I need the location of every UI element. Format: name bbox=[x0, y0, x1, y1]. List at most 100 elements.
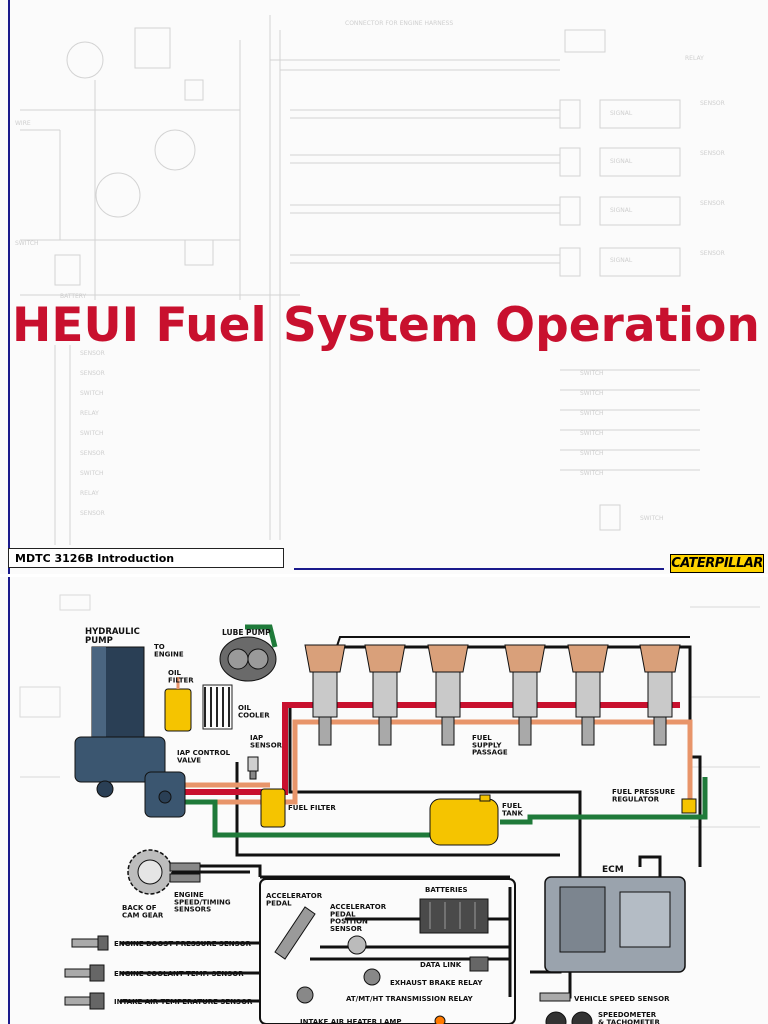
back-of-cam-gear-line-2: CAM GEAR bbox=[122, 911, 164, 919]
svg-text:SENSOR: SENSOR bbox=[80, 450, 105, 457]
engine-boost-pressure-sensor-line-1: ENGINE BOOST PRESSURE SENSOR bbox=[114, 940, 252, 948]
slide-title: HEUI Fuel System Operation bbox=[12, 298, 760, 353]
fuel-pressure-regulator-line-1: FUEL PRESSURE bbox=[612, 788, 675, 796]
ecm-line-1: ECM bbox=[602, 865, 624, 875]
cam-gear bbox=[127, 849, 201, 895]
label-data-link: DATA LINK bbox=[420, 961, 462, 969]
course-footer-label: MDTC 3126B Introduction bbox=[8, 548, 284, 568]
label-exhaust-brake-relay: EXHAUST BRAKE RELAY bbox=[390, 979, 483, 987]
fuel-tank-line-2: TANK bbox=[502, 809, 524, 817]
svg-text:SWITCH: SWITCH bbox=[80, 390, 104, 397]
accelerator-pedal-line-1: ACCELERATOR bbox=[266, 892, 323, 900]
engine-speed-timing-sensors-line-1: ENGINE bbox=[174, 891, 204, 899]
fuel-pressure-regulator bbox=[681, 798, 697, 814]
label-fuel-filter: FUEL FILTER bbox=[288, 804, 336, 812]
fuel-supply-passage bbox=[160, 719, 693, 805]
label-ecm: ECM bbox=[602, 865, 624, 875]
svg-text:SENSOR: SENSOR bbox=[700, 150, 725, 157]
svg-text:SWITCH: SWITCH bbox=[80, 430, 104, 437]
label-engine-coolant-temp-sensor: ENGINE COOLANT TEMP. SENSOR bbox=[114, 970, 244, 978]
engine-boost-pressure-sensor-icon bbox=[71, 935, 109, 951]
accelerator-pedal-line-2: PEDAL bbox=[266, 899, 292, 907]
svg-text:SENSOR: SENSOR bbox=[80, 510, 105, 517]
injector-3 bbox=[427, 644, 469, 746]
svg-text:SENSOR: SENSOR bbox=[700, 250, 725, 257]
left-blue-rule bbox=[8, 0, 10, 574]
back-of-cam-gear-line-1: BACK OF bbox=[122, 904, 157, 912]
engine-speed-timing-sensors-line-2: SPEED/TIMING bbox=[174, 898, 231, 906]
batteries bbox=[419, 898, 489, 934]
svg-text:SIGNAL: SIGNAL bbox=[610, 207, 633, 214]
iap-sensor-line-2: SENSOR bbox=[250, 741, 283, 749]
intake-air-heater-lamp-line-1: INTAKE AIR HEATER LAMP bbox=[300, 1018, 401, 1024]
svg-text:SIGNAL: SIGNAL bbox=[610, 110, 633, 117]
transmission-relay-line-1: AT/MT/HT TRANSMISSION RELAY bbox=[346, 995, 474, 1003]
svg-text:CONNECTOR FOR ENGINE HARNESS: CONNECTOR FOR ENGINE HARNESS bbox=[345, 20, 453, 27]
label-intake-air-heater-lamp: INTAKE AIR HEATER LAMP bbox=[300, 1018, 401, 1024]
to-engine-line-2: ENGINE bbox=[154, 650, 184, 658]
svg-text:SWITCH: SWITCH bbox=[580, 410, 604, 417]
svg-text:SWITCH: SWITCH bbox=[580, 450, 604, 457]
accelerator-pedal-position-sensor-line-2: PEDAL bbox=[330, 910, 356, 918]
faint-wiring-schematic-background: CONNECTOR FOR ENGINE HARNESS SIGNAL SIGN… bbox=[15, 15, 725, 545]
hydraulic-pump-line-2: PUMP bbox=[85, 636, 113, 646]
caterpillar-logo: CATERPILLAR bbox=[670, 554, 764, 573]
svg-text:RELAY: RELAY bbox=[80, 410, 99, 417]
fuel-injectors bbox=[304, 644, 681, 746]
title-slide: CONNECTOR FOR ENGINE HARNESS SIGNAL SIGN… bbox=[8, 0, 764, 574]
svg-text:SIGNAL: SIGNAL bbox=[610, 158, 633, 165]
svg-text:SWITCH: SWITCH bbox=[580, 470, 604, 477]
iap-sensor bbox=[247, 756, 259, 780]
to-engine-line-1: TO bbox=[154, 643, 165, 651]
label-intake-air-temperature-sensor: INTAKE AIR TEMPERATURE SENSOR bbox=[114, 998, 253, 1006]
svg-text:WIRE: WIRE bbox=[15, 120, 31, 127]
svg-text:SWITCH: SWITCH bbox=[580, 390, 604, 397]
fuel-pressure-regulator-line-2: REGULATOR bbox=[612, 795, 660, 803]
data-link-connector bbox=[469, 956, 489, 972]
speedometer-tachometer-line-2: & TACHOMETER bbox=[598, 1018, 660, 1024]
svg-text:SENSOR: SENSOR bbox=[700, 200, 725, 207]
label-speedometer-tachometer: SPEEDOMETER& TACHOMETER bbox=[598, 1011, 660, 1024]
vehicle-speed-sensor-icon bbox=[539, 992, 571, 1002]
svg-text:SENSOR: SENSOR bbox=[80, 370, 105, 377]
svg-text:RELAY: RELAY bbox=[685, 55, 704, 62]
fuel-supply-passage-line-2: SUPPLY bbox=[472, 741, 502, 749]
accelerator-pedal-position-sensor-line-3: POSITION bbox=[330, 918, 368, 926]
vehicle-speed-sensor-line-1: VEHICLE SPEED SENSOR bbox=[574, 995, 670, 1003]
svg-text:SWITCH: SWITCH bbox=[640, 515, 664, 522]
injector-6 bbox=[639, 644, 681, 746]
fuel-supply-passage-line-1: FUEL bbox=[472, 734, 492, 742]
intake-air-temperature-sensor-icon bbox=[64, 992, 105, 1010]
accelerator-pedal-position-sensor-line-4: SENSOR bbox=[330, 925, 363, 933]
speedometer-tachometer-icon bbox=[545, 1011, 593, 1024]
pedal-position-sensor bbox=[347, 935, 367, 955]
injector-1 bbox=[304, 644, 346, 746]
oil-cooler bbox=[202, 684, 233, 730]
iap-sensor-line-1: IAP bbox=[250, 734, 263, 742]
left-blue-rule-2 bbox=[8, 577, 10, 1024]
svg-text:RELAY: RELAY bbox=[80, 490, 99, 497]
oil-filter-line-2: FILTER bbox=[168, 676, 194, 684]
engine-coolant-temp-sensor-icon bbox=[64, 964, 105, 982]
svg-text:SWITCH: SWITCH bbox=[80, 470, 104, 477]
label-lube-pump: LUBE PUMP bbox=[222, 628, 271, 637]
fuel-tank bbox=[429, 794, 499, 846]
accelerator-pedal bbox=[274, 906, 316, 960]
lube-pump-line-1: LUBE PUMP bbox=[222, 628, 271, 637]
intake-air-heater-lamp bbox=[434, 1015, 446, 1024]
accelerator-pedal-position-sensor-line-1: ACCELERATOR bbox=[330, 903, 387, 911]
svg-text:SENSOR: SENSOR bbox=[700, 100, 725, 107]
faint-background-schematic bbox=[19, 594, 760, 828]
